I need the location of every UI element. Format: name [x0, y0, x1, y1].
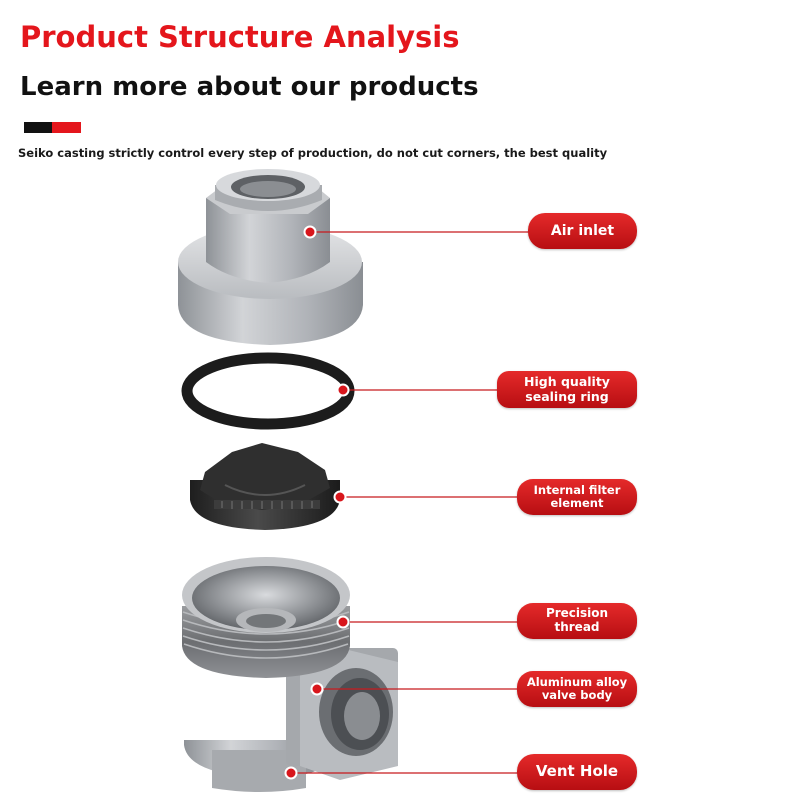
label-vent-hole: Vent Hole	[517, 754, 637, 790]
label-precision-thread-line1: Precision	[545, 606, 609, 621]
label-valve-body-line2: valve body	[541, 688, 613, 702]
label-precision-thread-line2: thread	[554, 620, 600, 634]
label-valve-body: Aluminum alloy valve body	[517, 671, 637, 707]
label-sealing-ring-line1: High quality	[524, 374, 610, 390]
label-vent-hole-text: Vent Hole	[535, 762, 619, 781]
accent-bar-black	[24, 122, 52, 133]
label-sealing-ring-line2: sealing ring	[525, 388, 609, 404]
label-filter-element-line1: Internal filter	[533, 482, 621, 497]
label-air-inlet: Air inlet	[528, 213, 637, 249]
label-air-inlet-text: Air inlet	[550, 222, 615, 239]
callout-dot-air-inlet	[303, 225, 317, 239]
filter-element-shape	[190, 443, 340, 530]
callout-dot-vent-hole	[284, 766, 298, 780]
callout-leaders	[284, 225, 530, 780]
sealing-ring-shape	[181, 352, 355, 430]
air-inlet-cap	[178, 169, 363, 345]
label-filter-element: Internal filter element	[517, 479, 637, 515]
label-precision-thread: Precision thread	[517, 603, 637, 639]
page-subtitle: Learn more about our products	[20, 72, 479, 102]
accent-bar-red	[52, 122, 81, 133]
label-valve-body-line1: Aluminum alloy	[526, 674, 628, 689]
callout-dot-filter-element	[333, 490, 347, 504]
callout-dot-valve-body	[310, 682, 324, 696]
tagline: Seiko casting strictly control every ste…	[18, 146, 608, 160]
page-title: Product Structure Analysis	[20, 20, 460, 54]
label-sealing-ring: High quality sealing ring	[497, 371, 637, 408]
valve-body-shape	[182, 557, 398, 792]
callout-dot-precision-thread	[336, 615, 350, 629]
label-filter-element-line2: element	[550, 496, 604, 510]
accent-bar	[24, 122, 81, 133]
callout-dot-sealing-ring	[336, 383, 350, 397]
